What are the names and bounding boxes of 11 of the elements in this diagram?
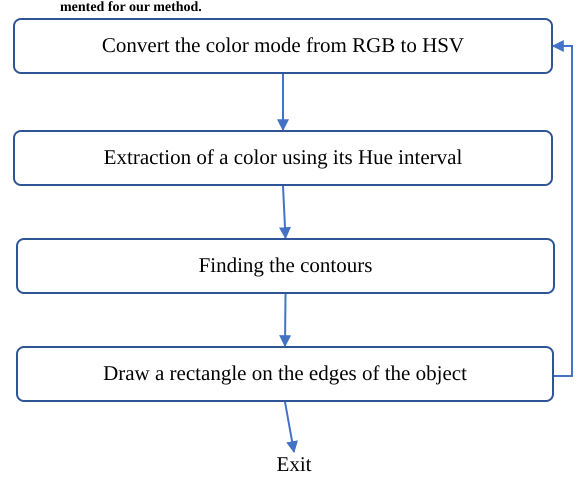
process-box: Extraction of a color using its Hue interval — [13, 130, 553, 186]
note-text: mented for our method. — [60, 0, 202, 15]
process-box: Convert the color mode from RGB to HSV — [13, 18, 553, 74]
arrow — [552, 40, 573, 377]
process-box: Finding the contours — [16, 238, 555, 294]
arrow — [279, 186, 291, 240]
exit-text: Exit — [268, 452, 320, 478]
arrow — [284, 402, 298, 454]
arrow — [279, 294, 292, 348]
process-box: Draw a rectangle on the edges of the object — [16, 346, 554, 402]
arrow — [277, 74, 289, 132]
